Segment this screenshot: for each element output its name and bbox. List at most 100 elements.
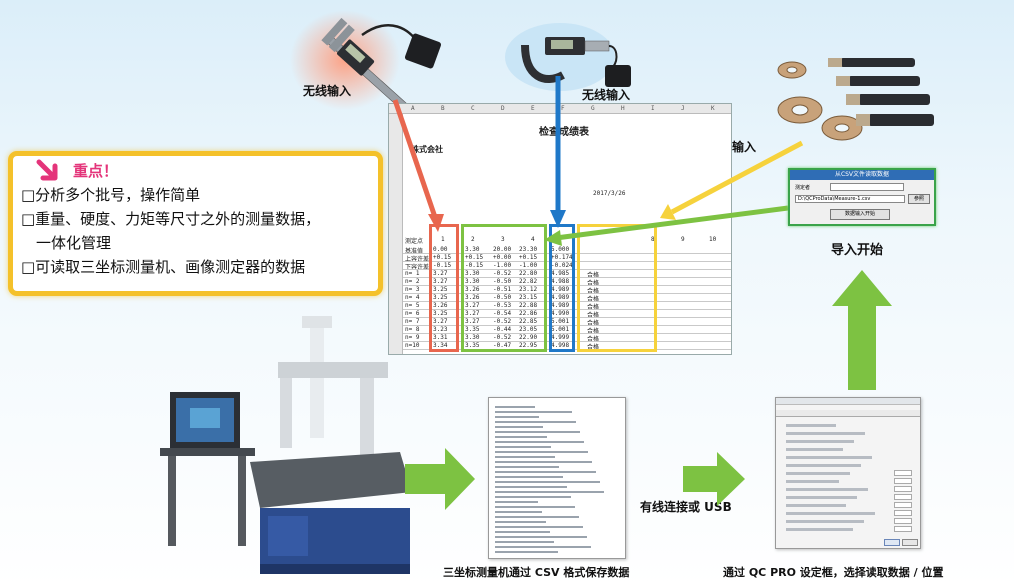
column-header: F [561,105,565,112]
csv-text-line [495,471,596,473]
column-header: G [591,105,595,112]
sheet-cell: +0.15 [465,254,484,261]
green-up-arrow [832,270,892,390]
wired-connection-label: 有线连接或 USB [640,500,732,514]
sheet-cell: n= 8 [405,326,420,333]
sheet-cell: -0.47 [493,342,512,349]
qc-option-row [786,496,857,499]
sheet-cell: -0.50 [493,294,512,301]
qc-option-row [786,488,868,491]
sheet-cell: 3.27 [433,278,448,285]
sheet-cell: -0.15 [465,262,484,269]
sheet-cell: 5.001 [551,326,570,333]
header-cell: 8 [651,236,655,243]
sheet-gridline [403,301,731,302]
sheet-cell: -1.00 [493,262,512,269]
sheet-cell: -0.52 [493,334,512,341]
csv-text-line [495,466,559,468]
sheet-cell: 4.989 [551,286,570,293]
sheet-cell: 合格 [587,280,600,287]
sheet-gridline [403,277,731,278]
sheet-cell: 基准值 [405,248,424,255]
csv-text-line [495,541,554,543]
coordinate-measuring-machine [160,316,412,574]
column-header: D [501,105,505,112]
csv-text-line [495,531,550,533]
sheet-cell: 23.12 [519,286,538,293]
sheet-cell: 5.000 [551,246,570,253]
csv-text-line [495,546,591,548]
key-point-item: 一体化管理 [21,234,112,252]
csv-text-line [495,436,547,438]
digital-caliper-icon [290,10,442,121]
qc-input-box[interactable] [894,502,912,508]
csv-file-window [488,397,626,559]
pink-arrow-icon [36,159,58,181]
qc-input-box[interactable] [894,470,912,476]
dialog-title: 从CSV文件读取数据 [790,170,934,180]
sheet-cell: -0.52 [493,318,512,325]
sheet-cell: 3.30 [465,278,480,285]
sheet-cell: 合格 [587,320,600,327]
sheet-cell: 20.00 [493,246,512,253]
dialog-path-field[interactable]: D:\QCProData\Measure-1.csv [795,195,905,203]
sheet-cell: n= 3 [405,286,420,293]
dialog-start-button[interactable]: 数据输入开始 [830,209,890,220]
sheet-cell: 22.95 [519,342,538,349]
qc-input-box[interactable] [894,478,912,484]
csv-text-line [495,506,575,508]
qc-option-row [786,464,861,467]
sheet-title: 检查成绩表 [539,127,589,138]
sheet-cell: 合格 [587,288,600,295]
qc-title-bar [776,398,920,405]
sheet-cell: 3.30 [465,334,480,341]
sheet-cell: n= 6 [405,310,420,317]
key-points-title: 重点！ [73,162,119,180]
dialog-select[interactable] [830,183,904,191]
column-header: A [411,105,415,112]
sheet-cell: 3.35 [465,342,480,349]
qc-option-row [786,448,843,451]
csv-text-line [495,536,587,538]
sheet-cell: 下容许差 [405,264,430,271]
qc-cancel-button[interactable] [902,539,918,546]
sheet-cell: n=10 [405,342,420,349]
sheet-gridline [403,269,731,270]
qc-option-row [786,504,846,507]
csv-text-line [495,461,592,463]
qc-input-box[interactable] [894,494,912,500]
micrometer-icon [505,23,631,91]
red-highlight-frame [429,224,459,352]
csv-text-line [495,516,579,518]
sheet-cell: 4.985 [551,270,570,277]
qc-option-row [786,456,872,459]
qc-input-box[interactable] [894,518,912,524]
sheet-gridline [403,261,731,262]
sheet-cell: 4.988 [551,278,570,285]
dialog-ref-button[interactable]: 参照 [908,194,930,204]
csv-text-line [495,411,572,413]
sheet-cell: 3.26 [433,302,448,309]
header-cell: 2 [471,236,475,243]
ring-plug-gauge-icon [777,58,934,141]
column-header: H [621,105,625,112]
sheet-cell: +0.15 [519,254,538,261]
sheet-cell: -0.53 [493,302,512,309]
sheet-cell: 合格 [587,336,600,343]
qc-ok-button[interactable] [884,539,900,546]
qc-input-box[interactable] [894,526,912,532]
sheet-cell: 3.27 [433,318,448,325]
qc-pro-settings-window [775,397,921,549]
header-cell: 9 [681,236,685,243]
qc-option-row [786,512,875,515]
csv-text-line [495,456,555,458]
qc-input-box[interactable] [894,510,912,516]
sheet-cell: 4.989 [551,294,570,301]
sheet-gridline [403,285,731,286]
qc-input-box[interactable] [894,486,912,492]
sheet-gridline [403,325,731,326]
qc-tab-bar [776,410,920,417]
csv-import-dialog: 从CSV文件读取数据 测定者 D:\QCProData\Measure-1.cs… [788,168,936,226]
sheet-cell: -0.15 [433,262,452,269]
